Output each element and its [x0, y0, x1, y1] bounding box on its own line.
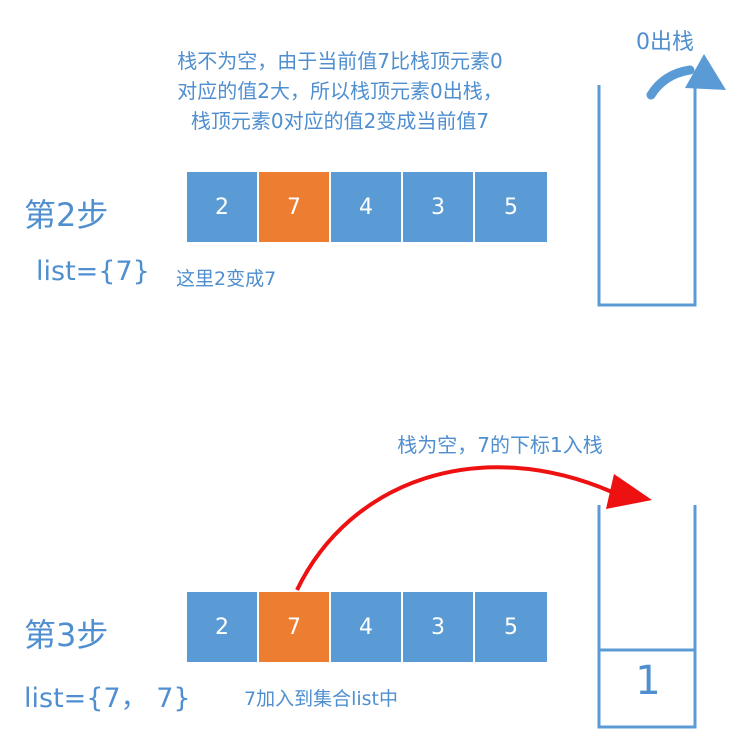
step2-small-note: 这里2变成7	[176, 268, 277, 290]
push-arrow	[295, 465, 613, 591]
array-cell: 4	[331, 592, 403, 662]
step2-stack	[597, 85, 697, 307]
step3-array: 2 7 4 3 5	[187, 592, 547, 662]
array-cell: 4	[331, 172, 403, 242]
step3-title: 第3步	[24, 616, 109, 654]
step2-array: 2 7 4 3 5	[187, 172, 547, 242]
step2-stack-label: 0出栈	[636, 30, 694, 55]
step2-note-line-2: 对应的值2大，所以栈顶元素0出栈，	[177, 79, 503, 103]
step2-title: 第2步	[24, 196, 109, 234]
array-cell-current: 7	[259, 172, 331, 242]
step3-small-note: 7加入到集合list中	[244, 688, 398, 710]
push-arrow-head-icon	[606, 474, 652, 509]
array-cell: 3	[403, 592, 475, 662]
step2-note-line-3: 栈顶元素0对应的值2变成当前值7	[190, 109, 490, 133]
step3-note: 栈为空，7的下标1入栈	[397, 433, 603, 457]
step2-note: 栈不为空，由于当前值7比栈顶元素0 对应的值2大，所以栈顶元素0出栈， 栈顶元素…	[70, 46, 610, 136]
array-cell: 2	[187, 592, 259, 662]
array-cell: 5	[475, 592, 547, 662]
array-cell: 2	[187, 172, 259, 242]
step3-stack-item: 1	[635, 658, 661, 704]
array-cell-current: 7	[259, 592, 331, 662]
step2-note-line-1: 栈不为空，由于当前值7比栈顶元素0	[177, 49, 503, 73]
step3-list: list={7， 7}	[24, 683, 191, 714]
pop-arrow-icon	[646, 54, 726, 100]
step3-stack	[597, 505, 697, 729]
array-cell: 5	[475, 172, 547, 242]
array-cell: 3	[403, 172, 475, 242]
step2-list: list={7}	[36, 256, 150, 287]
